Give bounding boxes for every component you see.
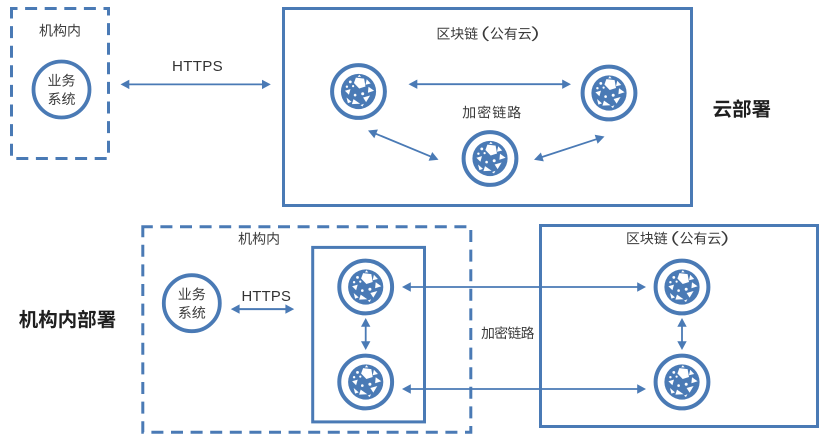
- svg-text:HTTPS: HTTPS: [172, 58, 223, 75]
- svg-text:HTTPS: HTTPS: [242, 289, 292, 305]
